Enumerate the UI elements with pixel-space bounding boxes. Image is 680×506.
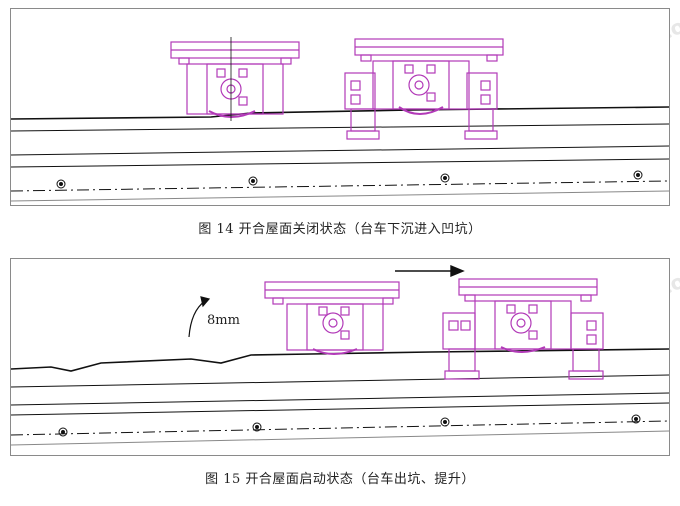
rail-second-line [11,123,669,132]
rail-top-line [11,348,669,372]
lift-distance-label: 8mm [207,313,240,328]
rail-third-line [11,392,669,406]
figure-15-panel: 8mm [10,258,670,456]
figure-15-caption: 图 15 开合屋面启动状态（台车出坑、提升） [205,472,475,487]
rail-bottom-line [11,430,669,446]
carriage-left [170,41,300,118]
carriage-right [442,278,604,380]
figure-14-caption: 图 14 开合屋面关闭状态（台车下沉进入凹坑） [198,222,482,237]
carriage-right [344,38,504,140]
direction-arrow [395,264,465,278]
bolt-row [56,170,643,189]
carriage-left [264,281,400,355]
rail-bottom-line [11,190,669,202]
rail-fourth-line [11,402,669,416]
figure-14-drawing [11,37,669,202]
rail-centerline [11,180,669,192]
bolt-row [58,414,641,437]
rail-third-line [11,145,669,156]
rail-second-line [11,374,669,388]
figure-14-panel [10,8,670,206]
rail-top-line [11,106,669,120]
figure-15-drawing [11,264,669,446]
lift-arrow [188,296,211,338]
rail-fourth-line [11,158,669,168]
